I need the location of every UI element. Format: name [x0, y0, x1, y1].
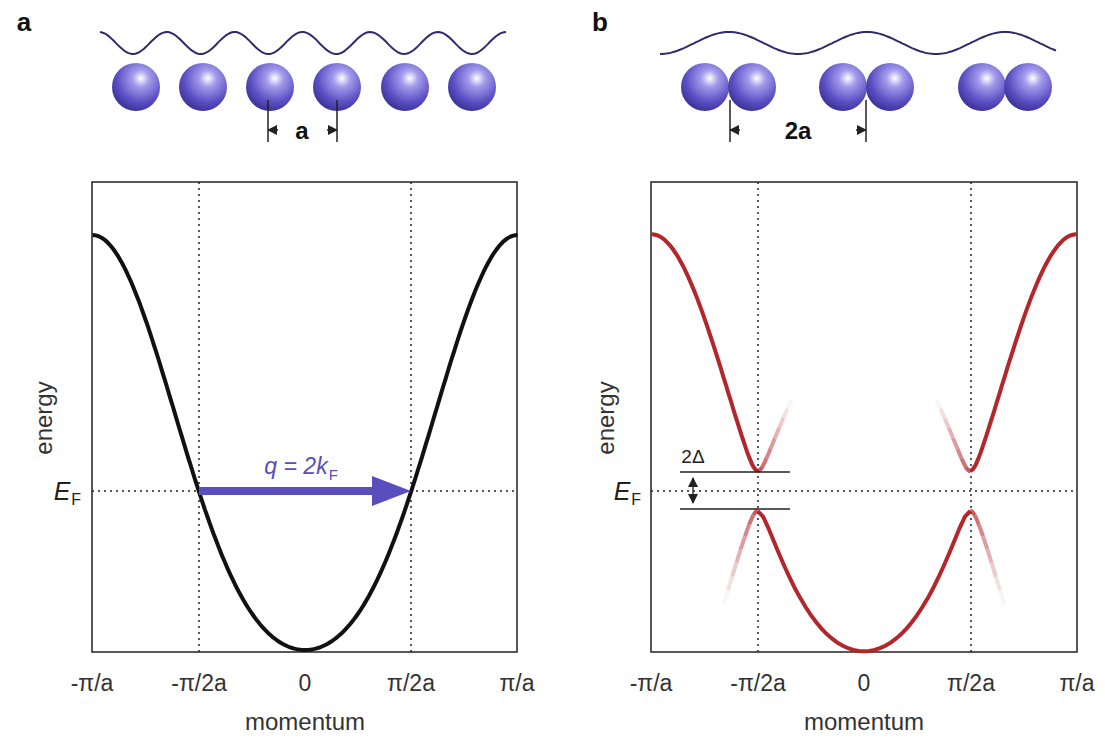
atom [246, 63, 294, 111]
band-curve [758, 467, 762, 471]
tick-label: π/a [1059, 672, 1094, 695]
atom-chain [112, 63, 1052, 111]
band-curve [732, 563, 736, 577]
band-curve [962, 459, 966, 467]
subscript: F [329, 467, 338, 482]
band-curve [949, 428, 953, 438]
band-curve [958, 449, 962, 459]
atom [1004, 63, 1052, 111]
atom [819, 63, 867, 111]
tick-label: π/2a [387, 672, 435, 695]
nesting-vector: q = 2k [264, 455, 327, 478]
tick-label: -π/2a [730, 672, 786, 695]
band-curve [783, 409, 787, 418]
band-curve [771, 438, 775, 448]
tick-label: π/a [499, 672, 534, 695]
axis-title: momentum [804, 710, 924, 734]
band-curve [737, 549, 741, 562]
nesting-arrow-head [372, 476, 411, 506]
band-curve [775, 428, 779, 438]
band-curve [987, 549, 991, 562]
band-curve [953, 438, 957, 448]
tick-label: -π/a [71, 672, 114, 695]
tick-label: π/2a [947, 672, 995, 695]
band-curve [779, 418, 783, 428]
band-curve [966, 467, 970, 471]
band-curve [741, 536, 745, 549]
band-curve [983, 536, 987, 549]
atom [179, 63, 227, 111]
nesting-arrow [199, 487, 380, 495]
band-curve [996, 576, 1000, 590]
band-curve [788, 400, 792, 409]
band-curve [758, 511, 971, 651]
tick-label: 0 [299, 672, 312, 695]
axis-title: energy [32, 381, 56, 454]
panel-letter: b [592, 9, 608, 35]
atom [728, 63, 776, 111]
spacing-marker [268, 100, 866, 142]
atom [681, 63, 729, 111]
band-curve [93, 235, 518, 650]
band-curve [762, 459, 766, 467]
guide-line [92, 182, 1077, 652]
panel-letter: a [17, 9, 31, 35]
atom [958, 63, 1006, 111]
band-curve [970, 511, 974, 515]
gap-size: 2Δ [681, 447, 704, 466]
band-curve [724, 590, 728, 604]
band-curve [992, 563, 996, 577]
atom [448, 63, 496, 111]
band-curve [652, 234, 758, 471]
band-curve [936, 400, 940, 409]
band-curve [766, 449, 770, 459]
band-curve [945, 418, 949, 428]
band-curve [941, 409, 945, 418]
tick-label: -π/a [630, 672, 673, 695]
plot-frame [651, 182, 1077, 652]
charge-wave [100, 32, 506, 54]
subscript: F [631, 492, 641, 508]
band-curve [979, 524, 983, 536]
subscript: F [71, 492, 81, 508]
atom [112, 63, 160, 111]
lattice-spacing: a [295, 119, 308, 143]
atom [381, 63, 429, 111]
gap-marker [680, 472, 790, 509]
band-curve [975, 515, 979, 524]
band-curve [728, 576, 732, 590]
axis-title: momentum [245, 710, 365, 734]
fermi-energy: E [614, 479, 631, 504]
charge-wave [100, 32, 1056, 54]
band-curve [93, 234, 1077, 651]
band-curve [970, 234, 1076, 471]
lattice-spacing: 2a [785, 119, 812, 143]
band-curve [745, 524, 749, 536]
band-curve [749, 515, 753, 524]
charge-wave [660, 32, 1056, 54]
fermi-energy: E [54, 479, 71, 504]
tick-label: 0 [858, 672, 871, 695]
plot-frame [92, 182, 517, 652]
tick-label: -π/2a [171, 672, 227, 695]
axis-title: energy [594, 381, 618, 454]
band-curve [1000, 590, 1004, 604]
atom [866, 63, 914, 111]
band-curve [754, 511, 758, 515]
